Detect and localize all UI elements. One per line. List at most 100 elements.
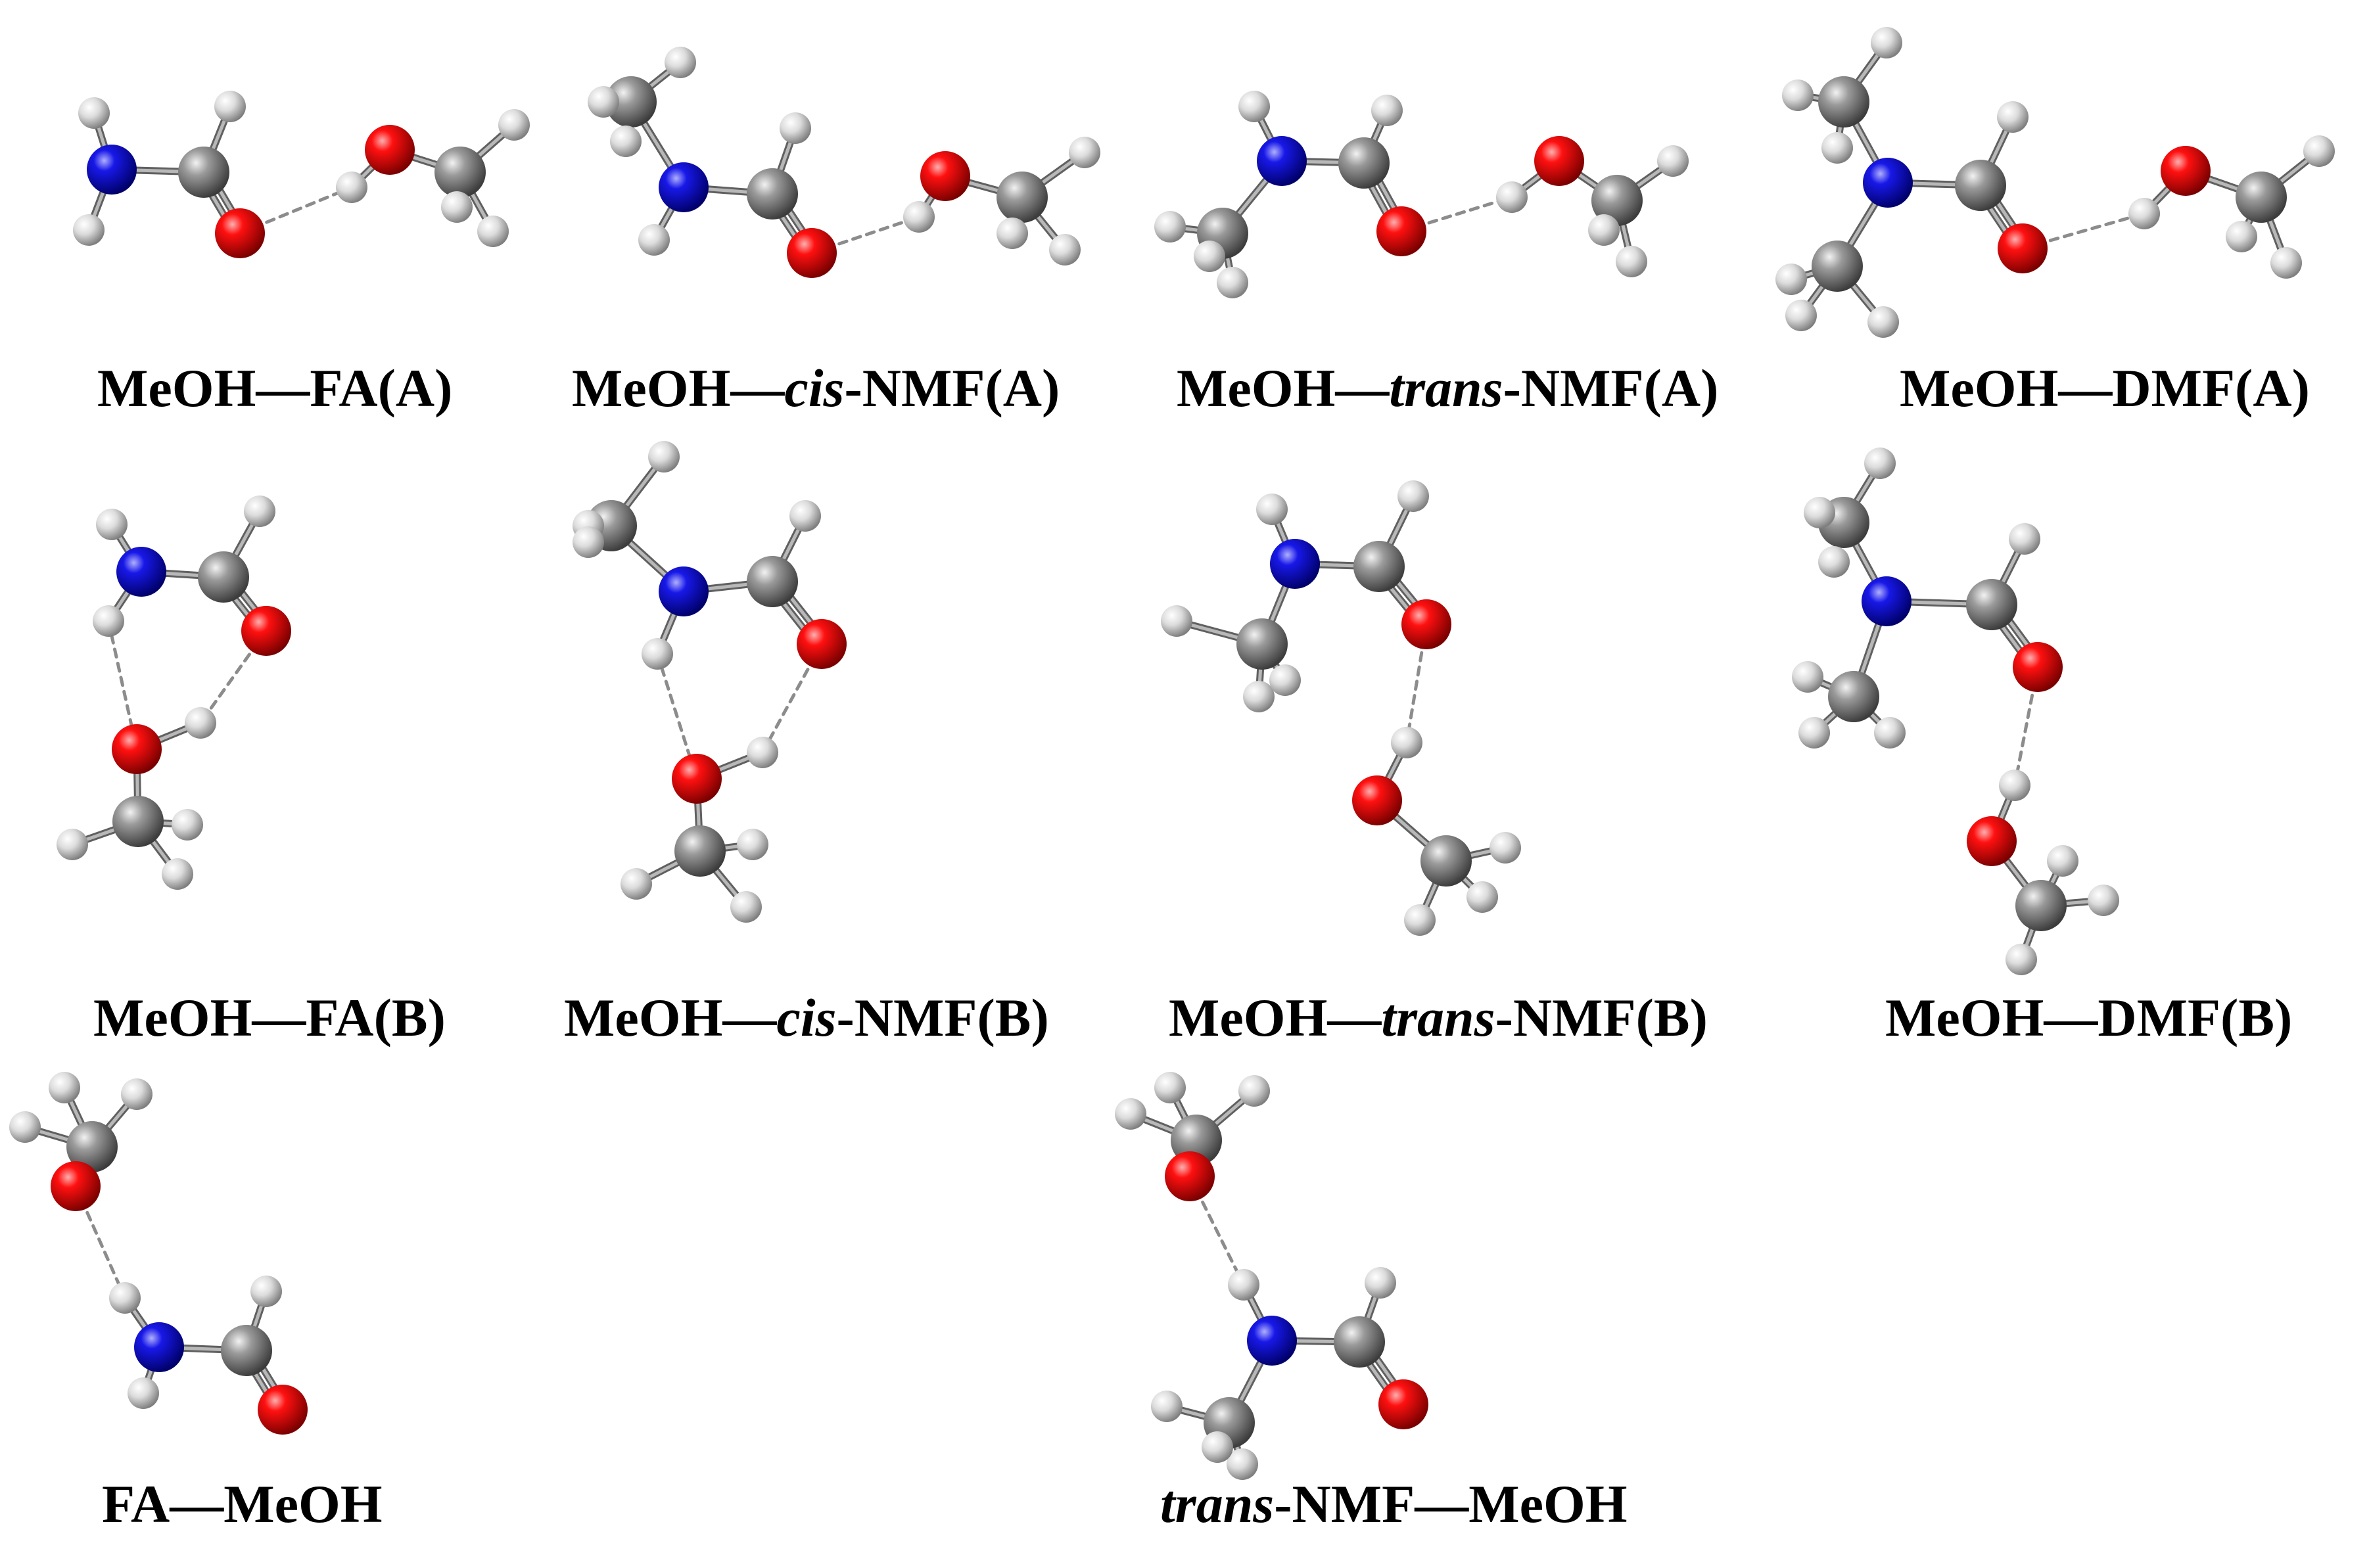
nitrogen-atom — [1270, 539, 1320, 589]
nitrogen-atom — [659, 162, 709, 212]
hydrogen-atom — [2047, 845, 2078, 877]
hydrogen-atom — [1228, 1269, 1259, 1301]
atom-layer — [9, 27, 2335, 1480]
hydrogen-atom — [336, 172, 367, 203]
hydrogen-atom — [1161, 605, 1192, 637]
molecule-meoh-trans-nmf-a — [1154, 91, 1689, 298]
hydrogen-atom — [2005, 944, 2037, 975]
label-text: MeOH— — [1177, 358, 1390, 418]
hydrogen-atom — [78, 97, 110, 129]
oxygen-atom — [1998, 223, 2048, 273]
molecule-meoh-fa-b — [57, 496, 291, 890]
oxygen-atom — [365, 125, 415, 175]
oxygen-atom — [51, 1161, 101, 1211]
oxygen-atom — [797, 619, 847, 669]
hydrogen-atom — [1775, 264, 1807, 295]
hydrogen-atom — [1798, 717, 1830, 749]
hydrogen-atom — [1874, 717, 1906, 749]
carbon-atom — [1353, 541, 1405, 592]
oxygen-atom — [241, 606, 291, 656]
hydrogen-atom — [1115, 1098, 1146, 1130]
hydrogen-atom — [780, 112, 811, 144]
hydrogen-atom — [2226, 221, 2257, 252]
hydrogen-atom — [57, 829, 88, 860]
label-text: MeOH—FA(A) — [97, 358, 453, 418]
label-text: trans — [1389, 358, 1503, 418]
hydrogen-atom — [49, 1072, 80, 1103]
molecule-trans-nmf-meoh — [1115, 1072, 1428, 1480]
hydrogen-atom — [477, 216, 509, 247]
hydrogen-atom — [1202, 1431, 1233, 1463]
hydrogen-atom — [747, 737, 778, 768]
label-text: -NMF(A) — [1503, 358, 1719, 418]
hydrogen-atom — [2009, 523, 2040, 555]
label-text: -NMF—MeOH — [1274, 1474, 1628, 1534]
carbon-atom — [1818, 76, 1869, 127]
molecule-meoh-fa-a — [73, 91, 530, 258]
oxygen-atom — [2161, 146, 2211, 196]
label-text: -NMF(A) — [844, 358, 1060, 418]
panel-label-meoh-dmf-a: MeOH—DMF(A) — [1900, 361, 2310, 415]
hydrogen-atom — [638, 224, 670, 256]
carbon-atom — [747, 556, 798, 607]
nitrogen-atom — [1247, 1316, 1297, 1366]
carbon-atom — [434, 147, 486, 198]
hydrogen-atom — [1997, 101, 2029, 133]
hydrogen-atom — [1371, 95, 1403, 126]
hydrogen-atom — [250, 1276, 282, 1307]
label-text: -NMF(B) — [1495, 988, 1708, 1048]
hydrogen-atom — [621, 868, 652, 900]
label-text: MeOH— — [1169, 988, 1382, 1048]
carbon-atom — [997, 172, 1048, 223]
label-text: cis — [784, 358, 845, 418]
hydrogen-atom — [1243, 681, 1275, 712]
oxygen-atom — [1352, 775, 1402, 825]
hydrogen-atom — [9, 1111, 41, 1143]
carbon-atom — [2236, 172, 2287, 223]
carbon-atom — [66, 1121, 118, 1172]
hydrogen-atom — [1818, 546, 1850, 578]
label-text: MeOH—DMF(B) — [1885, 988, 2293, 1048]
hydrogen-atom — [2128, 198, 2160, 229]
hydrogen-atom — [1588, 214, 1620, 246]
hydrogen-atom — [737, 829, 768, 860]
carbon-atom — [1812, 241, 1863, 292]
hydrogen-atom — [1227, 1448, 1258, 1480]
hydrogen-atom — [789, 500, 821, 532]
oxygen-atom — [1376, 206, 1426, 256]
hydrogen-atom — [1365, 1267, 1396, 1299]
hydrogen-atom — [1154, 1072, 1186, 1103]
hydrogen-atom — [1785, 300, 1817, 331]
carbon-atom — [674, 825, 726, 877]
hydrogen-atom — [1616, 246, 1647, 277]
hydrogen-atom — [665, 47, 696, 78]
hydrogen-atom — [109, 1282, 141, 1314]
panel-label-trans-nmf-meoh: trans-NMF—MeOH — [1160, 1477, 1628, 1531]
panel-label-meoh-trans-nmf-a: MeOH—trans-NMF(A) — [1177, 361, 1718, 415]
bond-layer — [21, 39, 2323, 1468]
hydrogen-atom — [1049, 234, 1081, 265]
hydrogen-atom — [1391, 727, 1422, 758]
hydrogen-atom — [244, 496, 275, 527]
molecule-fa-meoh — [9, 1072, 308, 1435]
label-text: MeOH— — [564, 988, 777, 1048]
hydrogen-atom — [121, 1078, 152, 1110]
oxygen-atom — [1165, 1151, 1215, 1201]
panel-label-fa-meoh: FA—MeOH — [102, 1477, 383, 1531]
label-text: cis — [776, 988, 837, 1048]
carbon-atom — [198, 551, 249, 603]
molecule-meoh-cis-nmf-b — [573, 441, 847, 923]
hydrogen-atom — [441, 191, 473, 223]
nitrogen-atom — [1863, 158, 1913, 208]
hydrogen-atom — [1217, 267, 1248, 298]
molecule-meoh-dmf-a — [1775, 27, 2335, 338]
carbon-atom — [1236, 618, 1288, 670]
hydrogen-atom — [588, 86, 619, 118]
oxygen-atom — [787, 228, 837, 278]
carbon-atom — [1334, 1316, 1385, 1368]
oxygen-atom — [112, 724, 162, 774]
nitrogen-atom — [1862, 576, 1912, 626]
hydrogen-atom — [1404, 904, 1436, 936]
label-text: -NMF(B) — [836, 988, 1049, 1048]
